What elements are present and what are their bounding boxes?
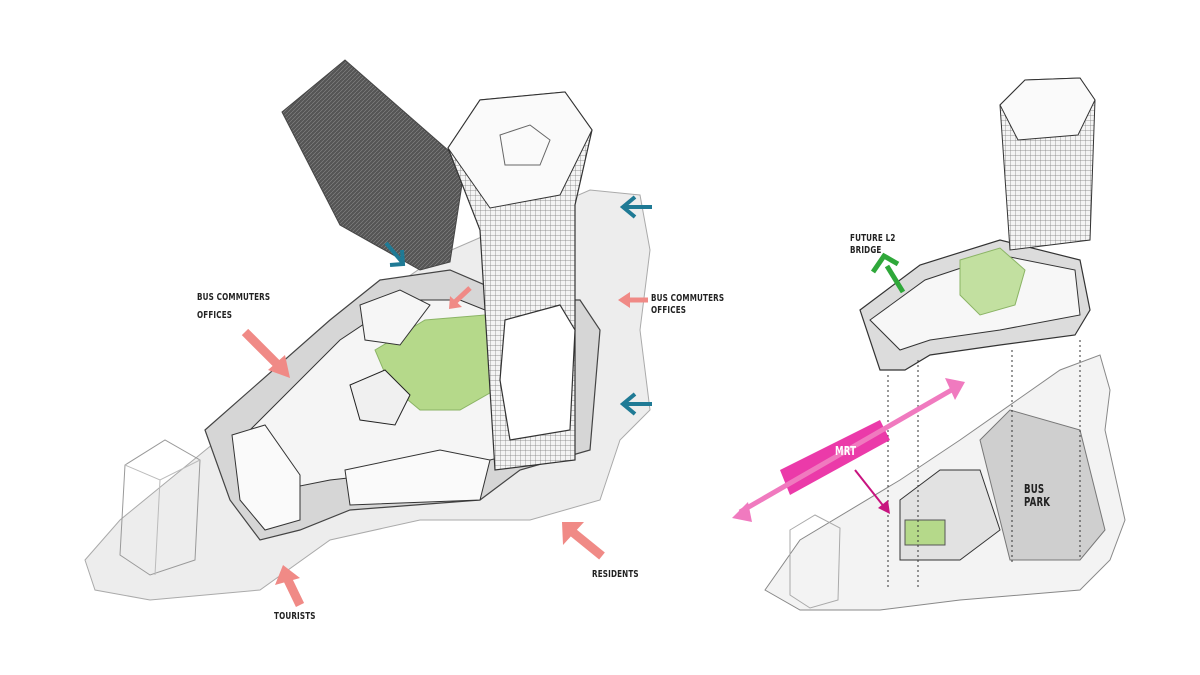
bus-park-area xyxy=(979,409,1106,561)
east-block xyxy=(499,304,576,441)
upper-garden xyxy=(959,247,1026,316)
right-exploded-axonometric xyxy=(764,77,1126,611)
arrow-teal-east-top xyxy=(619,195,652,219)
future-bridge-arrow xyxy=(870,252,906,294)
label-residents: RESIDENTS xyxy=(592,569,639,580)
north-block xyxy=(359,289,431,346)
arrow-tourists xyxy=(275,565,305,607)
pavilion xyxy=(349,369,411,426)
arrow-bus-commuters-left xyxy=(241,328,290,378)
label-mrt: MRT xyxy=(835,444,857,458)
mrt-arrow xyxy=(732,378,965,522)
left-site-plan xyxy=(84,59,651,601)
west-block xyxy=(231,424,301,531)
arrow-teal-east-bottom xyxy=(619,392,652,416)
upper-tower-roof xyxy=(999,77,1096,141)
ground-glass-tower xyxy=(789,514,841,609)
glass-tower xyxy=(119,439,201,576)
arrow-offices-inner xyxy=(449,286,472,309)
arrow-residents xyxy=(562,522,605,560)
south-block xyxy=(344,449,491,506)
arrow-teal-north xyxy=(384,241,406,267)
projection-lines xyxy=(887,340,1081,590)
label-tourists: TOURISTS xyxy=(274,611,316,622)
arrow-bus-commuters-right xyxy=(618,292,648,308)
tower-roof xyxy=(447,91,593,209)
shadow-block xyxy=(281,59,466,271)
